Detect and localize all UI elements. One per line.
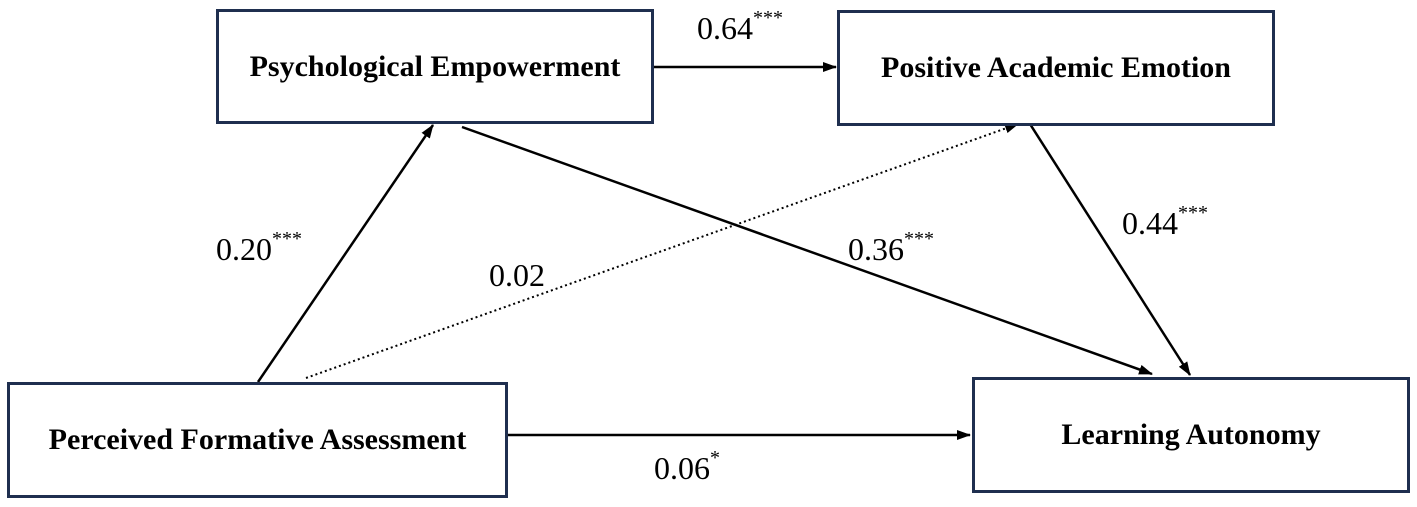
coefficient-pae-to-la: 0.44*** <box>1122 203 1208 241</box>
coefficient-pfa-to-pe: 0.20*** <box>216 229 302 267</box>
node-label: Perceived Formative Assessment <box>48 423 467 456</box>
arrow-pfa-to-pe <box>256 124 435 383</box>
coefficient-pfa-to-pae: 0.02 <box>489 259 545 291</box>
significance-stars: *** <box>272 228 302 250</box>
node-label: Positive Academic Emotion <box>881 51 1231 84</box>
coefficient-value: 0.44 <box>1122 205 1178 241</box>
coefficient-value: 0.20 <box>216 231 272 267</box>
coefficient-value: 0.02 <box>489 257 545 293</box>
coefficient-value: 0.64 <box>697 10 753 46</box>
coefficient-value: 0.36 <box>848 231 904 267</box>
coefficient-pfa-to-la: 0.06* <box>654 448 720 486</box>
significance-stars: * <box>710 447 720 469</box>
node-label: Psychological Empowerment <box>249 49 621 83</box>
arrow-pae-to-la <box>1028 123 1192 376</box>
significance-stars: *** <box>904 228 934 250</box>
node-positive-academic-emotion: Positive Academic Emotion <box>837 10 1275 126</box>
node-perceived-formative-assessment: Perceived Formative Assessment <box>7 382 508 498</box>
coefficient-pe-to-la: 0.36*** <box>848 229 934 267</box>
coefficient-pe-to-pae: 0.64*** <box>697 8 783 46</box>
significance-stars: *** <box>1178 202 1208 224</box>
node-psychological-empowerment: Psychological Empowerment <box>216 9 654 124</box>
arrow-pe-to-la <box>461 125 1153 376</box>
coefficient-value: 0.06 <box>654 450 710 486</box>
significance-stars: *** <box>753 7 783 29</box>
arrow-pfa-to-pae <box>305 123 1019 379</box>
node-label: Learning Autonomy <box>1061 418 1321 451</box>
node-learning-autonomy: Learning Autonomy <box>972 377 1410 493</box>
